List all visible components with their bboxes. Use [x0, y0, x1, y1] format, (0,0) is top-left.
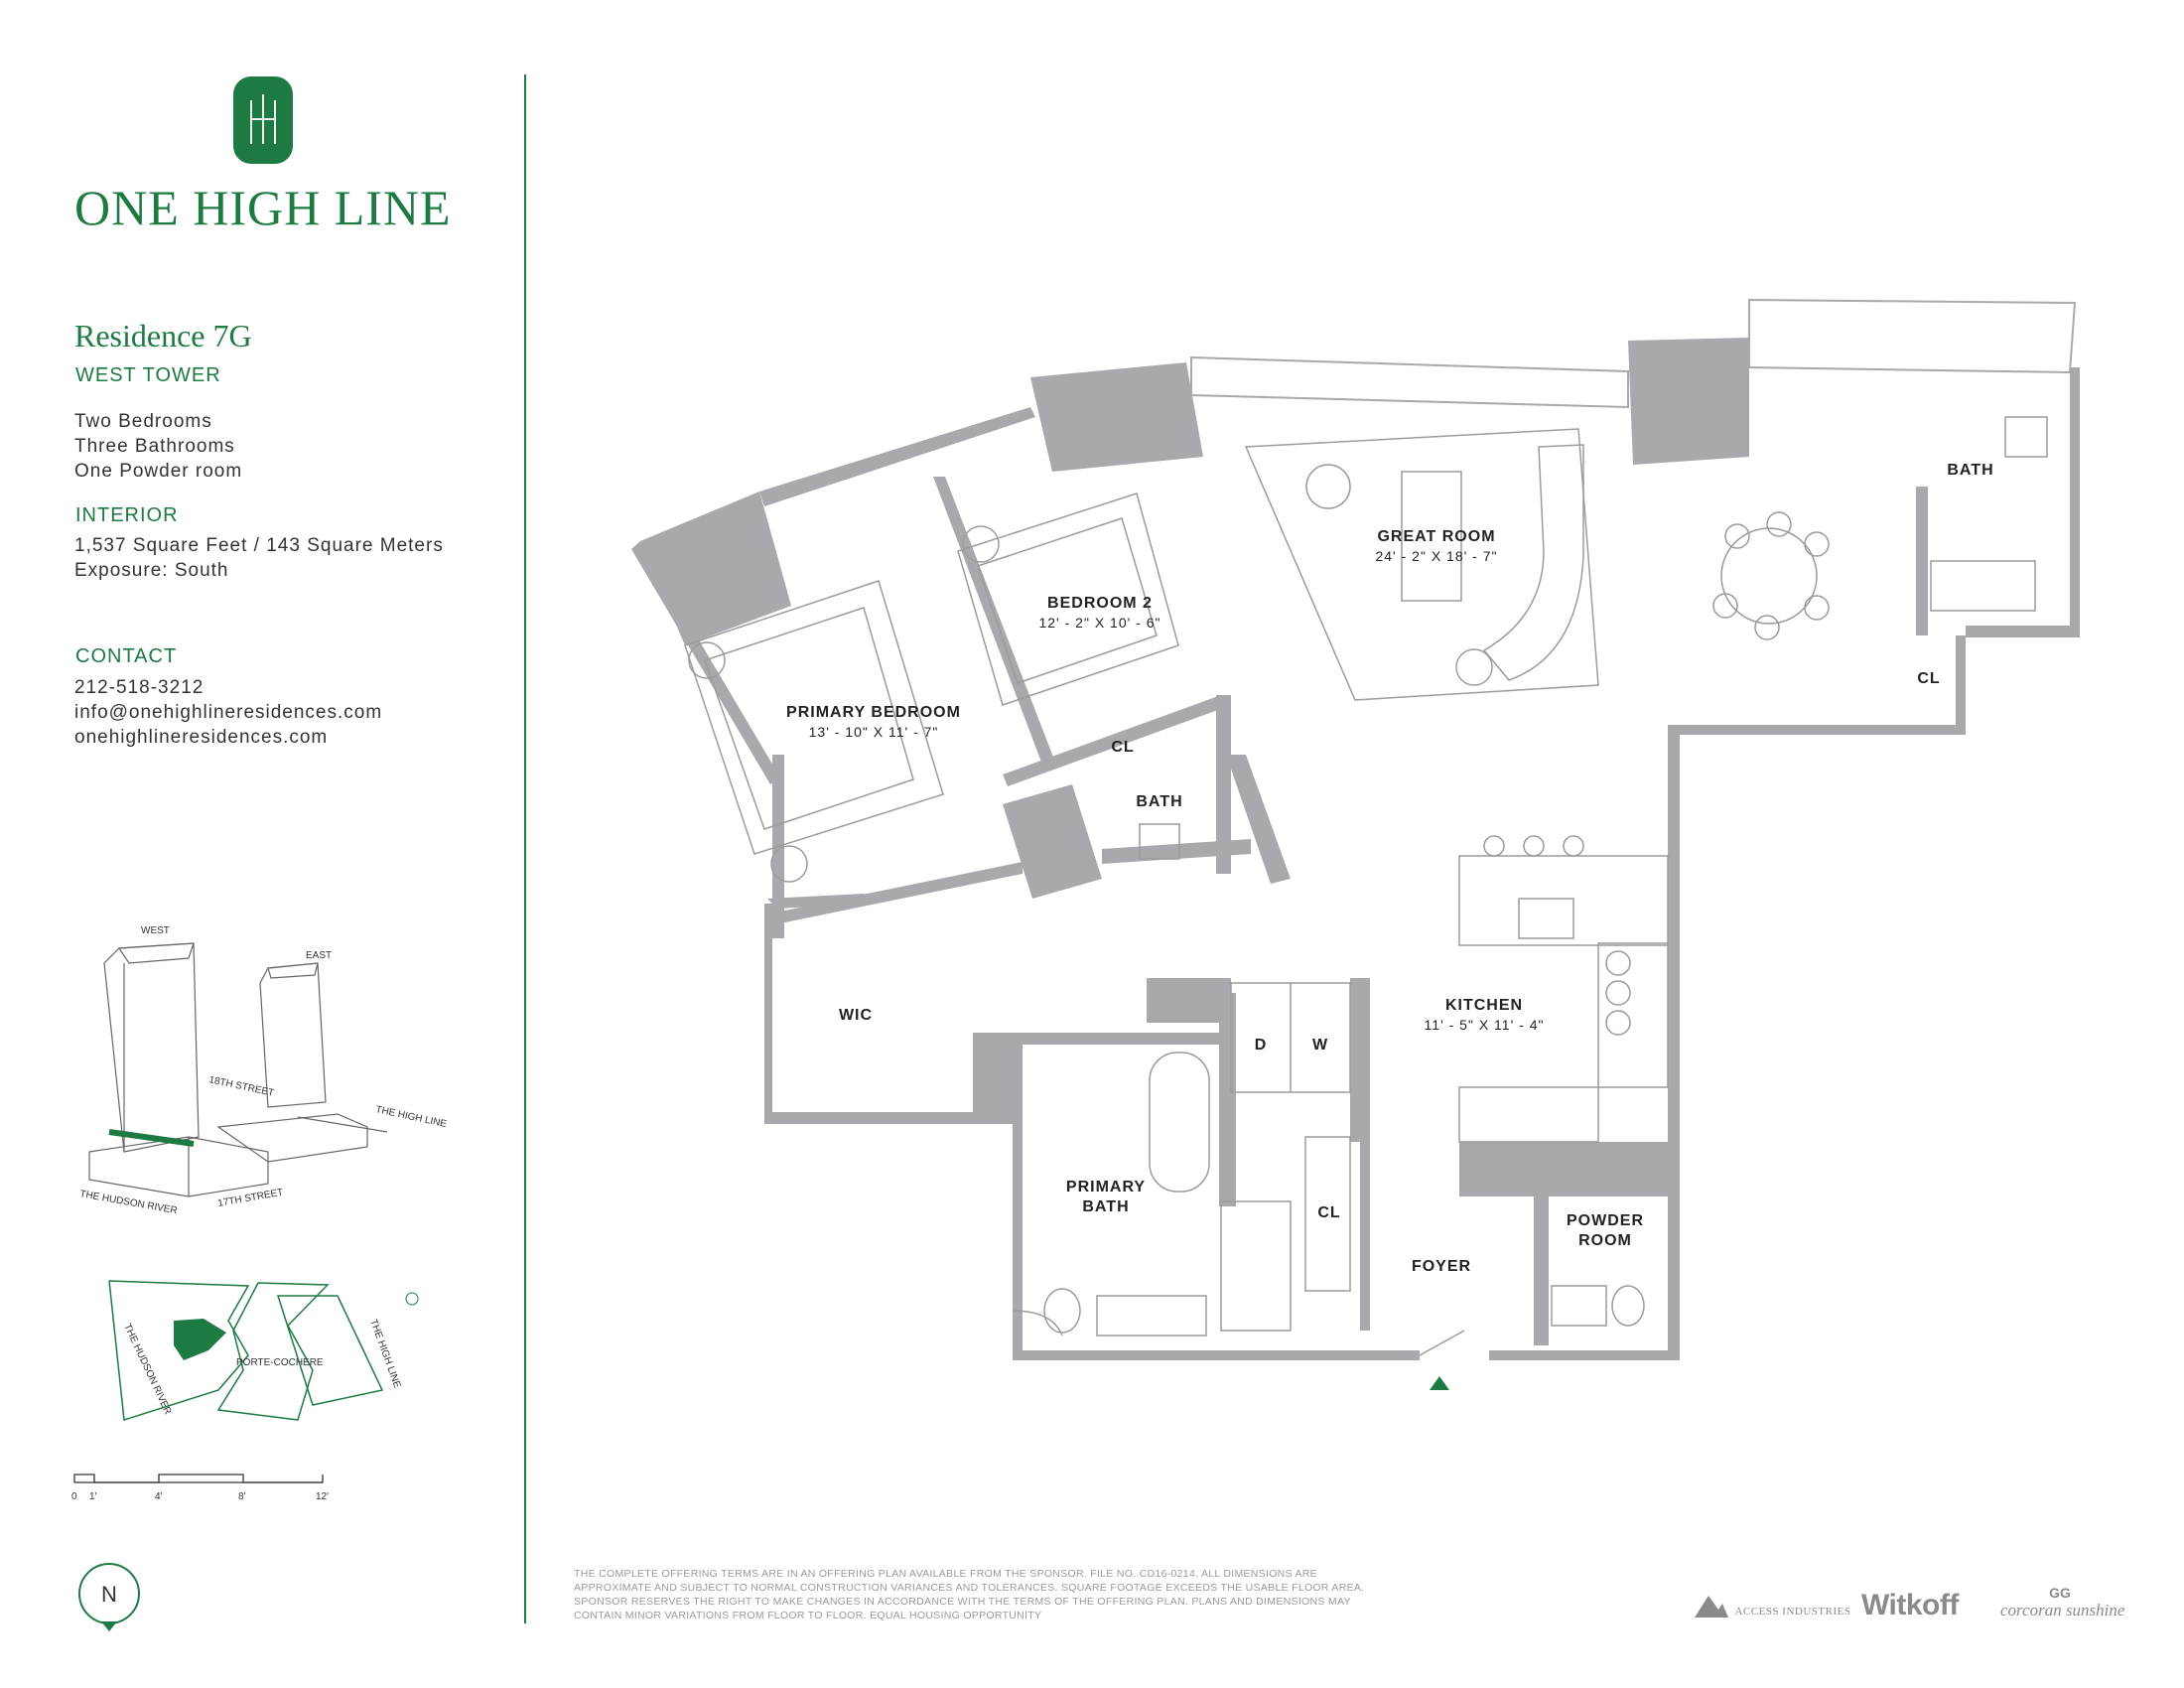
tower-name: WEST TOWER	[75, 364, 221, 386]
corcoran-name: corcoran sunshine	[2000, 1601, 2125, 1619]
room-closet-top-right: CL	[1917, 670, 1940, 687]
north-arrow-icon: N	[78, 1563, 140, 1631]
building-axonometric-sketch: WEST EAST 18TH STREET THE HIGH LINE THE …	[78, 925, 448, 1216]
contact-email[interactable]: info@onehighlineresidences.com	[74, 702, 383, 723]
room-closet-foyer: CL	[1317, 1204, 1340, 1221]
room-great-room: GREAT ROOM	[1377, 528, 1495, 545]
scale-tick-1: 1'	[89, 1491, 97, 1502]
contact-website[interactable]: onehighlineresidences.com	[74, 727, 329, 748]
exposure: Exposure: South	[74, 560, 229, 581]
north-label: N	[101, 1582, 117, 1607]
room-bath-middle: BATH	[1136, 793, 1182, 810]
sketch-label-east: EAST	[306, 950, 332, 961]
interior-details: 1,537 Square Feet / 143 Square Meters Ex…	[74, 533, 444, 583]
corcoran-mark: GG	[2049, 1585, 2071, 1601]
sidebar: ONE HIGH LINE Residence 7G WEST TOWER Tw…	[0, 0, 526, 1688]
site-location-map: THE HUDSON RIVER PORTE-COCHERE THE HIGH …	[108, 1280, 419, 1421]
room-bedroom-2-dim: 12' - 2" X 10' - 6"	[1038, 615, 1160, 631]
room-great-room-dim: 24' - 2" X 18' - 7"	[1375, 548, 1497, 564]
contact-heading: CONTACT	[75, 645, 178, 667]
legal-disclaimer: THE COMPLETE OFFERING TERMS ARE IN AN OF…	[574, 1568, 1365, 1621]
contact-details: 212-518-3212 info@onehighlineresidences.…	[74, 675, 382, 750]
scale-tick-12: 12'	[316, 1491, 329, 1502]
sketch-label-high-line: THE HIGH LINE	[374, 1104, 448, 1130]
scale-tick-8: 8'	[238, 1491, 246, 1502]
room-bedroom-2: BEDROOM 2	[1047, 595, 1153, 612]
brand-name: ONE HIGH LINE	[74, 180, 452, 235]
interior-heading: INTERIOR	[75, 504, 179, 526]
room-primary-bath-line2: BATH	[1082, 1198, 1129, 1215]
sketch-label-west: WEST	[141, 925, 170, 936]
room-primary-bath-line1: PRIMARY	[1066, 1179, 1146, 1196]
powder-room-count: One Powder room	[74, 461, 243, 482]
room-dryer: D	[1255, 1037, 1268, 1054]
scale-tick-4: 4'	[155, 1491, 163, 1502]
bathrooms-count: Three Bathrooms	[74, 436, 235, 457]
sidebar-divider	[524, 74, 526, 1623]
plan-furniture	[684, 416, 2048, 1356]
room-washer: W	[1312, 1037, 1328, 1054]
access-industries-logo: ACCESS INDUSTRIES	[1693, 1594, 1850, 1619]
room-kitchen: KITCHEN	[1445, 997, 1523, 1014]
room-powder-line1: POWDER	[1567, 1212, 1644, 1229]
room-bath-top-right: BATH	[1947, 462, 1993, 479]
room-wic: WIC	[839, 1007, 873, 1024]
corcoran-sunshine-logo: GG corcoran sunshine	[2000, 1585, 2125, 1620]
room-powder-line2: ROOM	[1578, 1232, 1632, 1249]
room-kitchen-dim: 11' - 5" X 11' - 4"	[1425, 1017, 1545, 1033]
room-primary-bedroom-dim: 13' - 10" X 11' - 7"	[809, 724, 939, 740]
room-foyer: FOYER	[1412, 1258, 1471, 1275]
room-closet-bedroom-2: CL	[1111, 739, 1134, 756]
residence-details: Two Bedrooms Three Bathrooms One Powder …	[74, 409, 242, 484]
room-primary-bedroom: PRIMARY BEDROOM	[786, 704, 961, 721]
map-label-porte-cochere: PORTE-COCHERE	[236, 1357, 324, 1368]
bedrooms-count: Two Bedrooms	[74, 411, 212, 432]
map-label-high-line: THE HIGH LINE	[367, 1318, 402, 1389]
access-industries-name: ACCESS INDUSTRIES	[1734, 1606, 1851, 1618]
map-label-hudson: THE HUDSON RIVER	[121, 1323, 173, 1417]
scale-tick-0: 0	[71, 1491, 77, 1502]
residence-title: Residence 7G	[74, 318, 252, 353]
entry-marker-icon	[1430, 1376, 1449, 1390]
square-footage: 1,537 Square Feet / 143 Square Meters	[74, 535, 444, 556]
access-industries-mountain-icon	[1695, 1596, 1728, 1618]
scale-bar: 0 1' 4' 8' 12'	[71, 1474, 329, 1502]
sketch-label-hudson: THE HUDSON RIVER	[78, 1189, 178, 1216]
one-high-line-logo-icon	[233, 76, 293, 164]
witkoff-logo: Witkoff	[1861, 1589, 1959, 1621]
floor-plan: PRIMARY BEDROOM 13' - 10" X 11' - 7" BED…	[631, 298, 2080, 1390]
sketch-label-18th-street: 18TH STREET	[207, 1074, 275, 1099]
plan-walls	[631, 298, 2080, 1360]
contact-phone[interactable]: 212-518-3212	[74, 677, 205, 698]
